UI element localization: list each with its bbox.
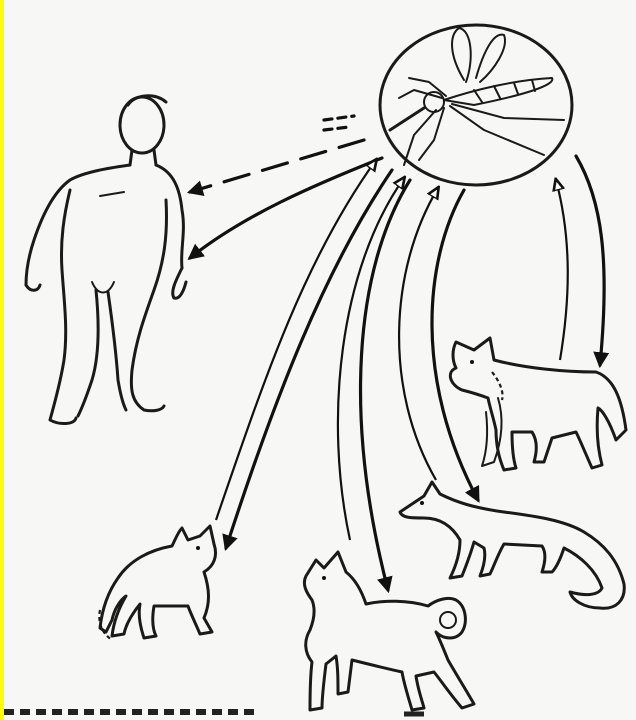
cat-icon — [99, 526, 215, 640]
arrow-wolf-to-mosquito — [556, 180, 568, 360]
fox-icon — [400, 482, 624, 608]
human-figure-icon — [26, 96, 186, 424]
diagram-paper — [4, 0, 636, 720]
arrow-mosquito-to-wolf — [576, 156, 604, 365]
dog-icon — [304, 552, 474, 710]
cropped-caption-marks — [4, 712, 424, 714]
arrow-mosquito-to-human-dashed — [190, 116, 364, 192]
transmission-diagram — [4, 0, 636, 720]
mosquito-icon — [380, 25, 572, 185]
arrow-mosquito-to-human — [190, 158, 382, 258]
arrow-dog-to-mosquito — [338, 178, 404, 540]
arrow-cat-to-mosquito — [216, 160, 376, 520]
